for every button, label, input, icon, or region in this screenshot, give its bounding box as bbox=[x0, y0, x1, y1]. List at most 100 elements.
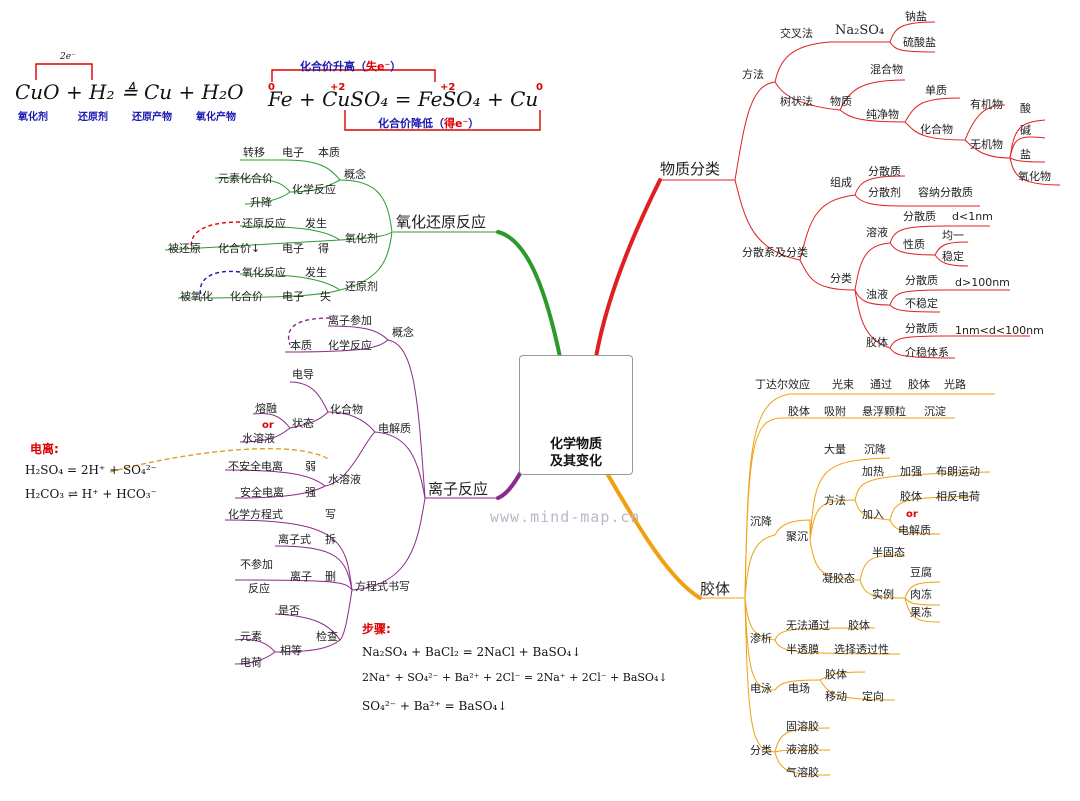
node-el-aq[interactable]: 水溶液 bbox=[328, 473, 361, 486]
node-salt[interactable]: 盐 bbox=[1020, 148, 1031, 161]
node-el2[interactable]: 熔融 bbox=[255, 402, 277, 415]
node-equation[interactable]: 方程式书写 bbox=[355, 580, 410, 593]
node-el-state[interactable]: 状态 bbox=[292, 417, 314, 430]
node-eq-c2[interactable]: 离子 bbox=[290, 570, 312, 583]
node-d4[interactable]: 选择透过性 bbox=[834, 643, 889, 656]
node-el3[interactable]: 水溶液 bbox=[242, 432, 275, 445]
node-eq-a1[interactable]: 化学方程式 bbox=[228, 508, 283, 521]
node-oxidant[interactable]: 氧化剂 bbox=[345, 232, 378, 245]
node-colloid-n[interactable]: 胶体 bbox=[866, 336, 888, 349]
node-ion-concept[interactable]: 概念 bbox=[392, 326, 414, 339]
node-coag[interactable]: 聚沉 bbox=[786, 530, 808, 543]
node-method[interactable]: 方法 bbox=[742, 68, 764, 81]
branch-ionic[interactable]: 离子反应 bbox=[428, 480, 489, 498]
node-sol-size[interactable]: d<1nm bbox=[952, 210, 993, 223]
node-p2[interactable]: 吸附 bbox=[824, 405, 846, 418]
node-rd1[interactable]: 氧化反应 bbox=[242, 266, 286, 279]
node-tur-size[interactable]: d>100nm bbox=[955, 276, 1010, 289]
node-dispersed[interactable]: 分散质 bbox=[868, 165, 901, 178]
node-jelly[interactable]: 肉冻 bbox=[910, 588, 932, 601]
node-classify[interactable]: 分类 bbox=[830, 272, 852, 285]
node-heat[interactable]: 加热 bbox=[862, 465, 884, 478]
node-p1[interactable]: 胶体 bbox=[788, 405, 810, 418]
node-eq-c0[interactable]: 不参加 bbox=[240, 558, 273, 571]
node-rc5[interactable]: 化学反应 bbox=[292, 183, 336, 196]
node-ic1[interactable]: 离子参加 bbox=[328, 314, 372, 327]
node-example[interactable]: 实例 bbox=[872, 588, 894, 601]
node-opp[interactable]: 相反电荷 bbox=[936, 490, 980, 503]
node-addin[interactable]: 加入 bbox=[862, 508, 884, 521]
node-eq-a2[interactable]: 写 bbox=[325, 508, 336, 521]
node-oxide[interactable]: 氧化物 bbox=[1018, 170, 1051, 183]
node-e2[interactable]: 胶体 bbox=[825, 668, 847, 681]
node-electrolyte2[interactable]: 电解质 bbox=[898, 524, 931, 537]
node-eq-d1[interactable]: 是否 bbox=[278, 604, 300, 617]
node-eq-check[interactable]: 检查 bbox=[316, 630, 338, 643]
node-uniform[interactable]: 均一 bbox=[942, 229, 964, 242]
node-solution[interactable]: 溶液 bbox=[866, 226, 888, 239]
node-compound[interactable]: 化合物 bbox=[920, 123, 953, 136]
node-metastable[interactable]: 介稳体系 bbox=[905, 346, 949, 359]
node-s1[interactable]: 固溶胶 bbox=[786, 720, 819, 733]
node-ox2[interactable]: 发生 bbox=[305, 217, 327, 230]
node-tur-d[interactable]: 分散质 bbox=[905, 274, 938, 287]
node-eq-c3[interactable]: 删 bbox=[325, 570, 336, 583]
node-ox4[interactable]: 化合价↓ bbox=[218, 242, 261, 255]
branch-classification[interactable]: 物质分类 bbox=[660, 160, 721, 178]
node-much[interactable]: 大量 bbox=[824, 443, 846, 456]
node-ox6[interactable]: 得 bbox=[318, 242, 329, 255]
node-semi[interactable]: 半固态 bbox=[872, 546, 905, 559]
node-sol-prop[interactable]: 性质 bbox=[903, 238, 925, 251]
node-element[interactable]: 单质 bbox=[925, 84, 947, 97]
node-d2[interactable]: 胶体 bbox=[848, 619, 870, 632]
node-stable[interactable]: 稳定 bbox=[942, 250, 964, 263]
node-jam[interactable]: 果冻 bbox=[910, 606, 932, 619]
node-rd3[interactable]: 被氧化 bbox=[180, 290, 213, 303]
node-eq-d2[interactable]: 元素 bbox=[240, 630, 262, 643]
node-ox5[interactable]: 电子 bbox=[282, 242, 304, 255]
node-el6[interactable]: 安全电离 bbox=[240, 486, 284, 499]
node-substance[interactable]: 物质 bbox=[830, 95, 852, 108]
node-d1[interactable]: 无法通过 bbox=[786, 619, 830, 632]
node-s2[interactable]: 液溶胶 bbox=[786, 743, 819, 756]
node-settle[interactable]: 沉降 bbox=[750, 515, 772, 528]
node-p3[interactable]: 悬浮颗粒 bbox=[862, 405, 906, 418]
node-brown[interactable]: 布朗运动 bbox=[936, 465, 980, 478]
node-inorganic[interactable]: 无机物 bbox=[970, 138, 1003, 151]
node-compose[interactable]: 组成 bbox=[830, 176, 852, 189]
node-d3[interactable]: 半透膜 bbox=[786, 643, 819, 656]
node-eq-d4[interactable]: 电荷 bbox=[240, 656, 262, 669]
node-p4[interactable]: 沉淀 bbox=[924, 405, 946, 418]
node-t4[interactable]: 光路 bbox=[944, 378, 966, 391]
node-col-d[interactable]: 分散质 bbox=[905, 322, 938, 335]
node-rd5[interactable]: 电子 bbox=[282, 290, 304, 303]
node-acid[interactable]: 酸 bbox=[1020, 102, 1031, 115]
node-tofu[interactable]: 豆腐 bbox=[910, 566, 932, 579]
node-rc2[interactable]: 电子 bbox=[282, 146, 304, 159]
node-electrolyte[interactable]: 电解质 bbox=[378, 422, 411, 435]
node-organic[interactable]: 有机物 bbox=[970, 98, 1003, 111]
node-much2[interactable]: 沉降 bbox=[864, 443, 886, 456]
node-sodium[interactable]: 钠盐 bbox=[905, 10, 927, 23]
node-rc4[interactable]: 元素化合价 bbox=[218, 172, 273, 185]
node-reductant[interactable]: 还原剂 bbox=[345, 280, 378, 293]
node-el4[interactable]: 不安全电离 bbox=[228, 460, 283, 473]
node-rd4[interactable]: 化合价 bbox=[230, 290, 263, 303]
node-base[interactable]: 碱 bbox=[1020, 124, 1031, 137]
node-redox-concept[interactable]: 概念 bbox=[344, 168, 366, 181]
node-e4[interactable]: 定向 bbox=[862, 690, 884, 703]
node-unstable[interactable]: 不稳定 bbox=[905, 297, 938, 310]
node-e3[interactable]: 移动 bbox=[825, 690, 847, 703]
node-eq-b2[interactable]: 拆 bbox=[325, 533, 336, 546]
node-ctype[interactable]: 分类 bbox=[750, 744, 772, 757]
node-dialysis[interactable]: 渗析 bbox=[750, 632, 772, 645]
node-rc1[interactable]: 转移 bbox=[243, 146, 265, 159]
node-el-compound[interactable]: 化合物 bbox=[330, 403, 363, 416]
node-rd6[interactable]: 失 bbox=[320, 290, 331, 303]
node-turbid[interactable]: 浊液 bbox=[866, 288, 888, 301]
node-addc[interactable]: 胶体 bbox=[900, 490, 922, 503]
node-t1[interactable]: 光束 bbox=[832, 378, 854, 391]
node-t2[interactable]: 通过 bbox=[870, 378, 892, 391]
node-rc3[interactable]: 本质 bbox=[318, 146, 340, 159]
node-eq-b1[interactable]: 离子式 bbox=[278, 533, 311, 546]
